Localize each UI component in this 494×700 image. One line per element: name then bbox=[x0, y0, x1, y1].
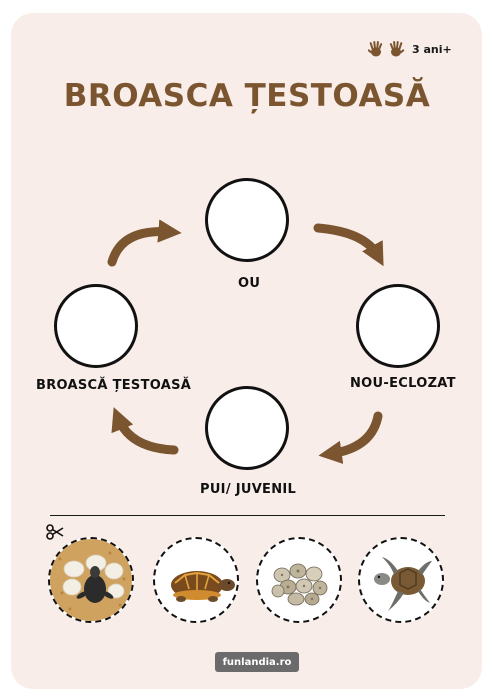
arrow-hatchling-to-juvenile bbox=[318, 411, 383, 464]
egg-slot[interactable] bbox=[205, 178, 289, 262]
brand-badge[interactable]: funlandia.ro bbox=[215, 652, 299, 672]
cutout-sea-turtle[interactable] bbox=[358, 537, 444, 623]
cutout-turtle-hatchling-with-eggs[interactable] bbox=[48, 537, 134, 623]
hatchling-label: NOU-ECLOZAT bbox=[350, 376, 456, 391]
hatchling-eggs-icon bbox=[50, 539, 132, 621]
sea-turtle-icon bbox=[374, 557, 432, 611]
arrow-adult-to-egg bbox=[107, 219, 182, 267]
hatchling-slot[interactable] bbox=[356, 284, 440, 368]
age-label: 3 ani+ bbox=[412, 42, 452, 56]
juvenile-slot[interactable] bbox=[205, 386, 289, 470]
adult-label: BROASCĂ ȚESTOASĂ bbox=[36, 378, 192, 393]
cutout-box-turtle[interactable] bbox=[153, 537, 239, 623]
juvenile-label: PUI/ JUVENIL bbox=[200, 482, 297, 497]
turtle-icon bbox=[171, 571, 235, 602]
arrow-juvenile-to-adult bbox=[111, 407, 179, 455]
adult-slot[interactable] bbox=[54, 284, 138, 368]
egg-label: OU bbox=[238, 276, 261, 291]
cut-line bbox=[50, 515, 445, 516]
eggs-icon bbox=[271, 563, 328, 606]
age-badge: 3 ani+ bbox=[368, 40, 452, 58]
hands-icon bbox=[368, 41, 405, 57]
page-title: BROASCA ȚESTOASĂ bbox=[63, 78, 431, 114]
scissors-icon bbox=[46, 524, 64, 540]
arrow-egg-to-hatchling bbox=[313, 223, 384, 267]
cutout-turtle-eggs[interactable] bbox=[256, 537, 342, 623]
